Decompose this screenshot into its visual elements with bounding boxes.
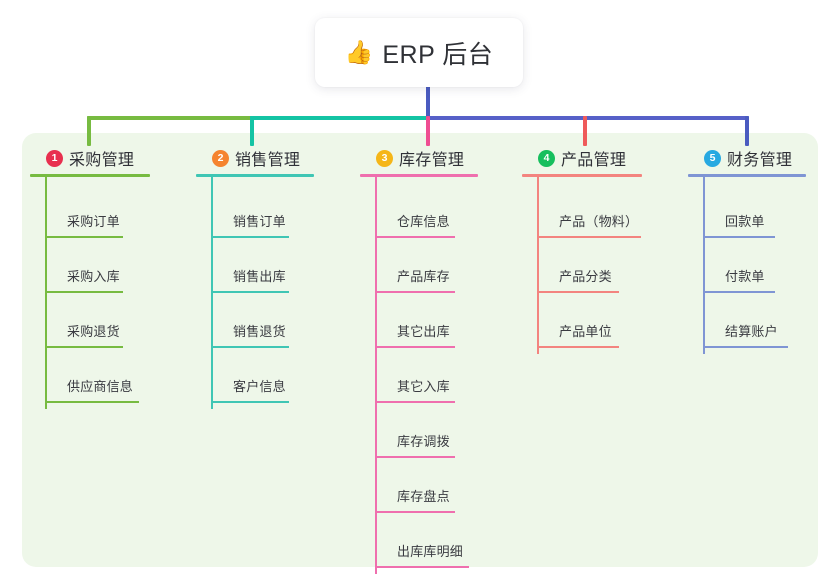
- leaf-underline: [703, 236, 775, 238]
- root-node-title: ERP 后台: [382, 40, 494, 69]
- leaf-item-label: 销售退货: [233, 324, 286, 339]
- leaf-underline: [375, 456, 455, 458]
- column-header[interactable]: 2 销售管理: [196, 143, 346, 173]
- column-spine: [537, 177, 539, 354]
- leaf-underline: [45, 291, 123, 293]
- leaf-underline: [537, 291, 619, 293]
- column-header-underline: [30, 174, 150, 177]
- leaf-underline: [375, 236, 455, 238]
- leaf-underline: [375, 401, 455, 403]
- column-header[interactable]: 1 采购管理: [30, 143, 180, 173]
- leaf-item-label: 结算账户: [725, 324, 778, 339]
- column-spine: [211, 177, 213, 409]
- diagram-background-panel: [22, 133, 818, 567]
- column-spine: [45, 177, 47, 409]
- teal-segment: [250, 116, 430, 120]
- leaf-item-label: 采购入库: [67, 269, 120, 284]
- root-drop-connector: [426, 86, 430, 120]
- leaf-item-label: 采购退货: [67, 324, 120, 339]
- column-number-badge: 3: [376, 149, 393, 167]
- leaf-underline: [375, 511, 455, 513]
- column-header-underline: [196, 174, 314, 177]
- leaf-underline: [375, 566, 469, 568]
- leaf-item-label: 出库库明细: [397, 544, 464, 559]
- column-header-underline: [360, 174, 478, 177]
- leaf-underline: [375, 291, 455, 293]
- leaf-item-label: 客户信息: [233, 379, 286, 394]
- leaf-underline: [211, 291, 289, 293]
- column-2: 2 销售管理销售订单销售出库销售退货客户信息: [196, 143, 346, 409]
- leaf-underline: [537, 346, 619, 348]
- drop-inventory: [426, 116, 430, 146]
- column-spine: [375, 177, 377, 574]
- indigo-segment: [428, 116, 749, 120]
- drop-finance: [745, 116, 749, 146]
- leaf-item-label: 库存盘点: [397, 489, 450, 504]
- drop-sales: [250, 116, 254, 146]
- green-segment: [87, 116, 252, 120]
- column-number-badge: 5: [704, 149, 721, 167]
- column-title: 产品管理: [561, 152, 627, 169]
- leaf-item-label: 其它入库: [397, 379, 450, 394]
- leaf-item-label: 销售订单: [233, 214, 286, 229]
- leaf-item-label: 其它出库: [397, 324, 450, 339]
- leaf-item-label: 采购订单: [67, 214, 120, 229]
- leaf-underline: [703, 346, 788, 348]
- column-3: 3 库存管理仓库信息产品库存其它出库其它入库库存调拨库存盘点出库库明细: [360, 143, 510, 574]
- leaf-item-label: 产品（物料）: [559, 214, 639, 229]
- leaf-item-label: 供应商信息: [67, 379, 134, 394]
- column-number-badge: 2: [212, 149, 229, 167]
- leaf-item-label: 销售出库: [233, 269, 286, 284]
- column-header-underline: [522, 174, 642, 177]
- leaf-item-label: 回款单: [725, 214, 765, 229]
- drop-product: [583, 116, 587, 146]
- column-title: 采购管理: [69, 152, 135, 169]
- column-header-underline: [688, 174, 806, 177]
- column-header[interactable]: 5 财务管理: [688, 143, 828, 173]
- leaf-item-label: 付款单: [725, 269, 765, 284]
- drop-purchasing: [87, 116, 91, 146]
- leaf-underline: [211, 236, 289, 238]
- column-title: 销售管理: [235, 152, 301, 169]
- leaf-item-label: 产品库存: [397, 269, 450, 284]
- column-spine: [703, 177, 705, 354]
- column-1: 1 采购管理采购订单采购入库采购退货供应商信息: [30, 143, 180, 409]
- leaf-item-label: 产品单位: [559, 324, 612, 339]
- leaf-underline: [211, 401, 289, 403]
- leaf-underline: [45, 236, 123, 238]
- column-title: 库存管理: [399, 152, 465, 169]
- leaf-underline: [45, 401, 139, 403]
- column-4: 4 产品管理产品（物料） 产品分类产品单位: [522, 143, 672, 354]
- leaf-underline: [211, 346, 289, 348]
- root-node[interactable]: 👍 ERP 后台: [315, 18, 523, 87]
- column-number-badge: 4: [538, 149, 555, 167]
- leaf-underline: [375, 346, 455, 348]
- column-title: 财务管理: [727, 152, 793, 169]
- leaf-underline: [703, 291, 775, 293]
- leaf-underline: [537, 236, 641, 238]
- thumbs-up-icon: 👍: [344, 39, 374, 65]
- leaf-item-label: 库存调拨: [397, 434, 450, 449]
- leaf-underline: [45, 346, 123, 348]
- column-5: 5 财务管理回款单付款单结算账户: [688, 143, 828, 354]
- column-header[interactable]: 3 库存管理: [360, 143, 510, 173]
- leaf-item-label: 产品分类: [559, 269, 612, 284]
- column-number-badge: 1: [46, 149, 63, 167]
- leaf-item-label: 仓库信息: [397, 214, 450, 229]
- column-header[interactable]: 4 产品管理: [522, 143, 672, 173]
